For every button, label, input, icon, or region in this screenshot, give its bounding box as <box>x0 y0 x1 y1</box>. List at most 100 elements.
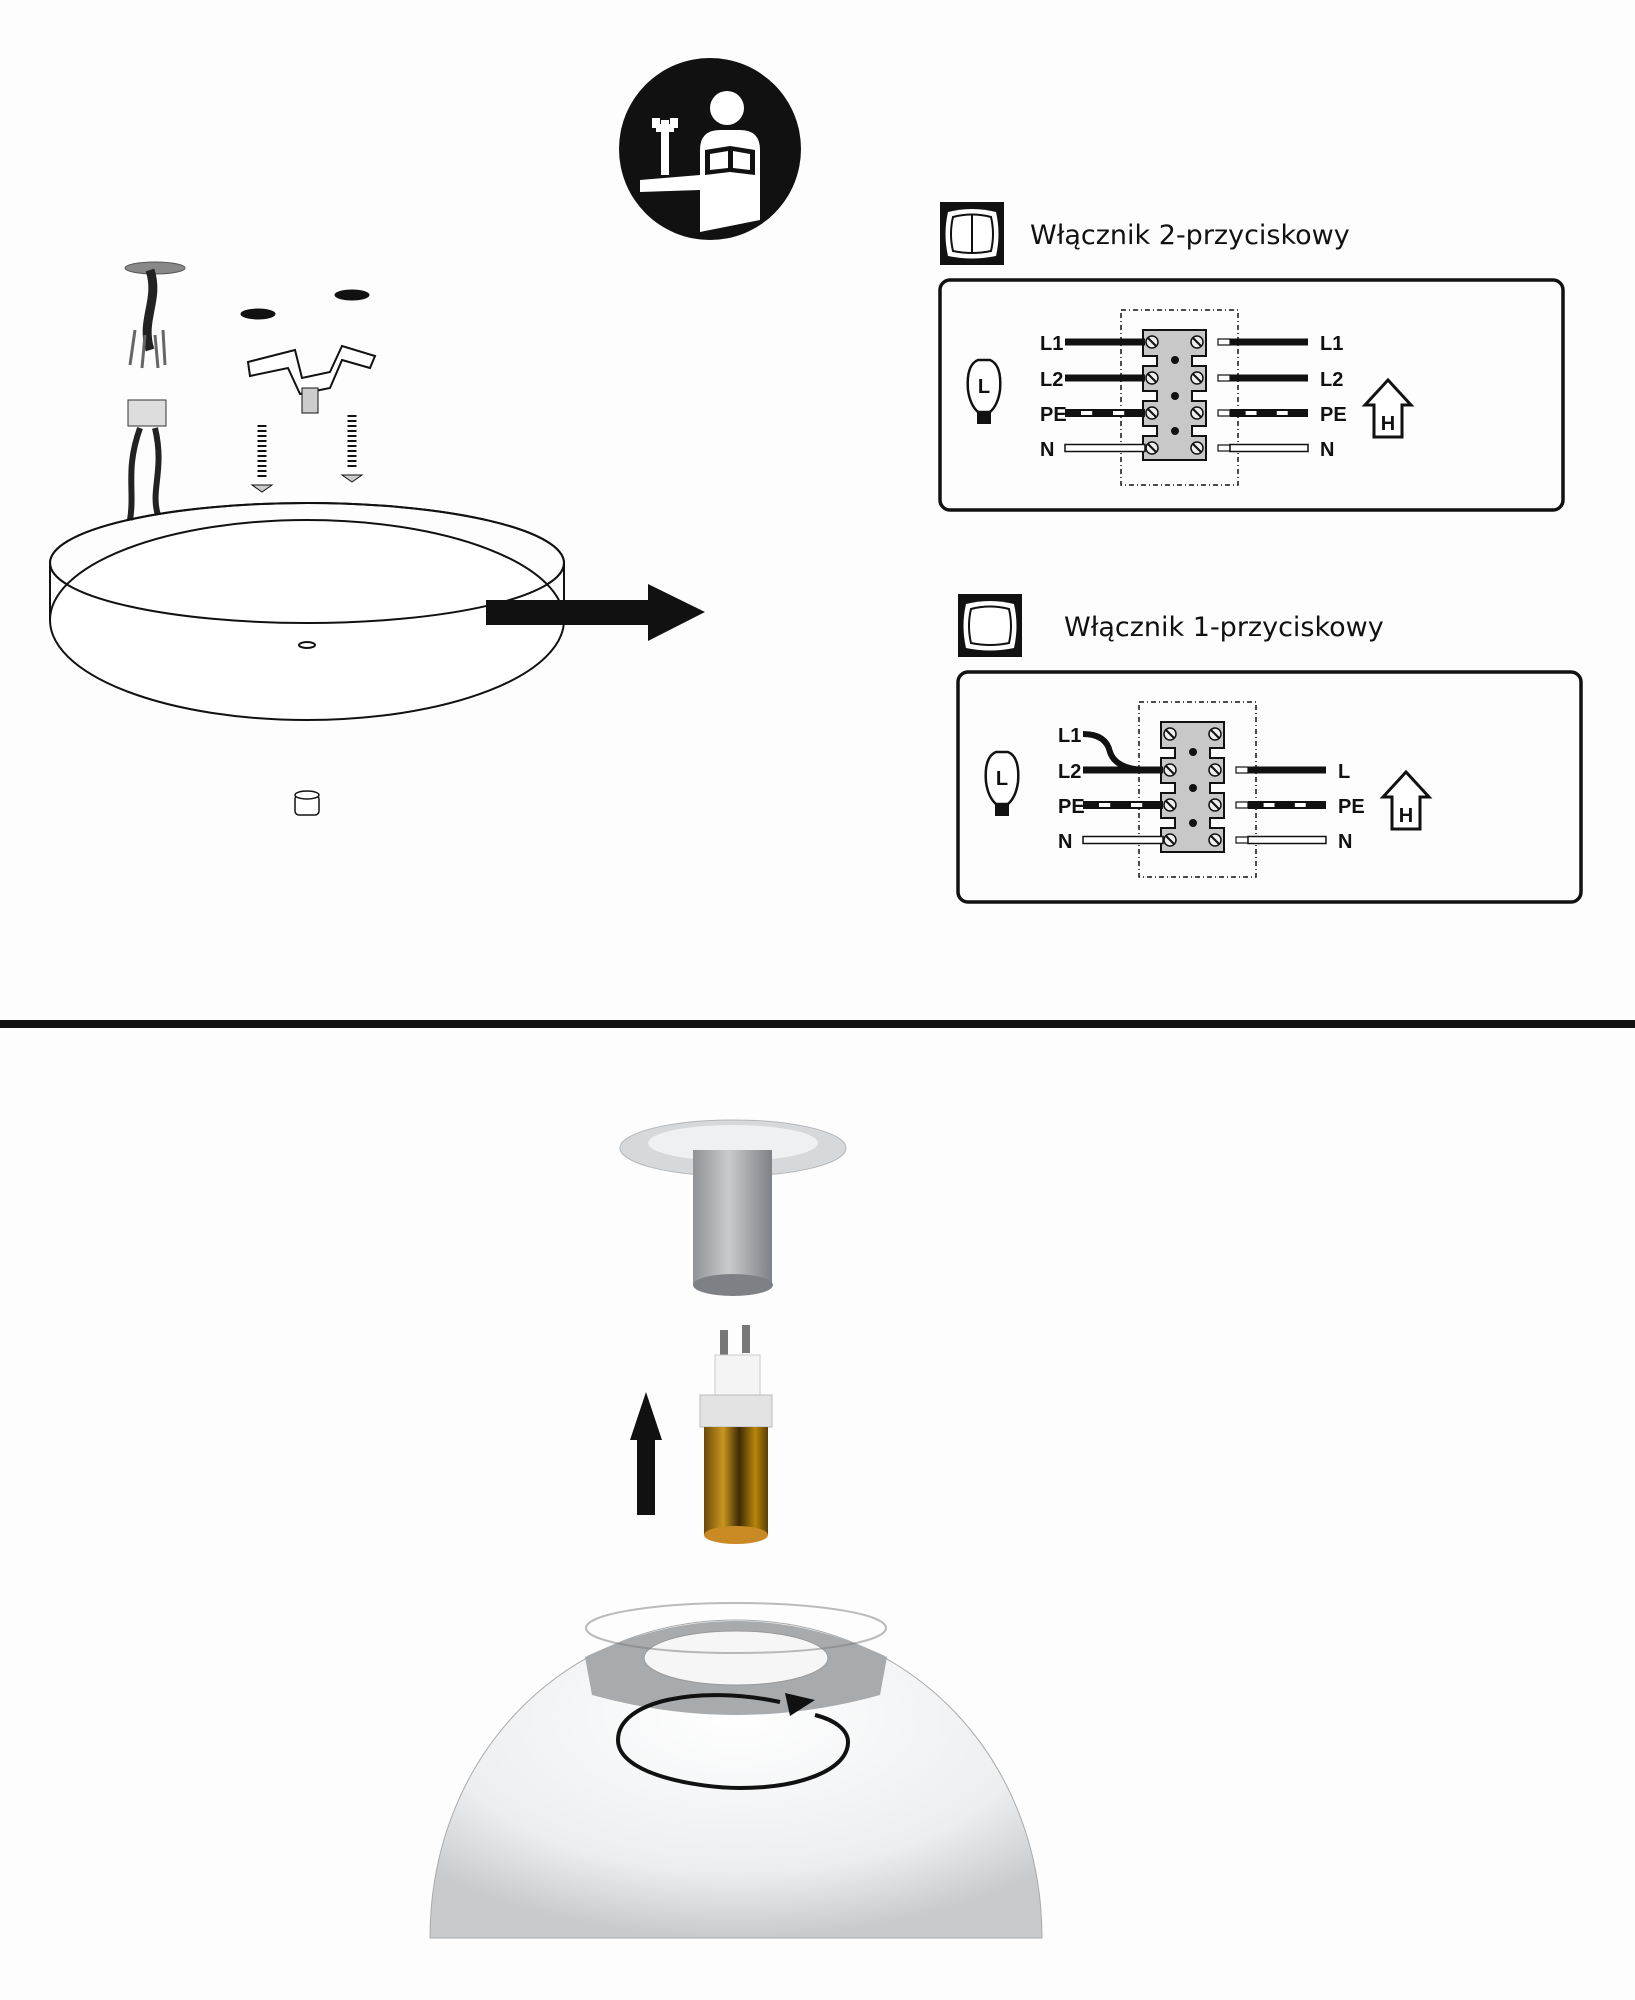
diagram-title: Włącznik 2-przyciskowy <box>1030 220 1350 251</box>
screw-slot <box>1192 373 1202 383</box>
wire-label-right: L2 <box>1320 369 1343 391</box>
screw-slot <box>1147 373 1157 383</box>
wire-label-right: N <box>1338 831 1352 853</box>
switch-box-outline <box>1138 701 1257 878</box>
screw-slot <box>1210 765 1220 775</box>
bulb-label: L <box>978 376 990 398</box>
wire-label-left: L1 <box>1040 333 1063 355</box>
ceiling-mount-exploded-drawing <box>49 261 565 816</box>
terminal-rivet <box>1171 392 1179 400</box>
wire-right-stripe <box>1263 803 1275 807</box>
g9-bulb <box>699 1325 773 1544</box>
wire-label-left: L2 <box>1058 761 1081 783</box>
wire-left <box>1065 338 1145 346</box>
light-bulb-icon: L <box>966 358 1002 424</box>
wire-left-l1-jumper <box>1082 731 1163 773</box>
screw-slot <box>1147 337 1157 347</box>
wire-right-stripe <box>1245 411 1257 415</box>
house-label: H <box>1381 413 1395 435</box>
terminal-block <box>1142 329 1207 461</box>
house-icon: H <box>1379 769 1433 831</box>
wire-label-right: PE <box>1320 404 1347 426</box>
wire-right <box>1230 338 1308 346</box>
wire-left <box>1083 766 1163 774</box>
screw-slot <box>1165 765 1175 775</box>
wire-right-stripe <box>1276 411 1288 415</box>
bulb-base <box>977 412 991 424</box>
terminal-rivet <box>1189 819 1197 827</box>
terminal-rivet <box>1171 427 1179 435</box>
bulb-base <box>995 804 1009 816</box>
double-switch-icon <box>940 202 1004 265</box>
wire-label-left: L2 <box>1040 369 1063 391</box>
screw-slot <box>1210 800 1220 810</box>
terminal-rivet <box>1189 784 1197 792</box>
wire-left-stripe <box>1131 803 1143 807</box>
diagram-title: Włącznik 1-przyciskowy <box>1064 612 1384 643</box>
wire-stripped-end <box>1217 374 1231 382</box>
wire-right <box>1230 409 1308 417</box>
section-divider <box>0 1020 1635 1028</box>
wire-stripped-end <box>1235 836 1249 844</box>
wire-left-stripe <box>1081 411 1093 415</box>
switch-plate <box>963 601 1017 651</box>
wire-stripped-end <box>1217 338 1231 346</box>
wire-left <box>1065 409 1145 417</box>
wire-label-right: L1 <box>1320 333 1343 355</box>
house-outline <box>1361 377 1415 439</box>
read-manual-icon <box>619 58 801 240</box>
diagram-frame <box>956 670 1583 904</box>
terminal-block <box>1160 721 1225 853</box>
light-bulb-icon: L <box>984 750 1020 816</box>
wire-label-left: PE <box>1040 404 1067 426</box>
screw-slot <box>1147 443 1157 453</box>
bulb-label: L <box>996 768 1008 790</box>
wire-right <box>1229 443 1309 453</box>
wire-label-left: PE <box>1058 796 1085 818</box>
screw-slot <box>1192 443 1202 453</box>
screw-slot <box>1147 408 1157 418</box>
wire-left <box>1082 835 1164 845</box>
screw-slot <box>1165 835 1175 845</box>
wire-label-left: L1 <box>1058 725 1081 747</box>
house-label: H <box>1399 805 1413 827</box>
wire-stripped-end <box>1217 409 1231 417</box>
wire-stripped-end <box>1235 766 1249 774</box>
wire-stripped-end <box>1235 801 1249 809</box>
canopy-socket <box>619 1119 847 1296</box>
wire-right <box>1247 835 1327 845</box>
house-icon: H <box>1361 377 1415 439</box>
wire-right <box>1248 766 1326 774</box>
screw-slot <box>1165 800 1175 810</box>
wire-label-left: N <box>1040 439 1054 461</box>
screw-slot <box>1165 729 1175 739</box>
wire-right <box>1230 374 1308 382</box>
wire-left-stripe <box>1099 803 1111 807</box>
wire-label-right: N <box>1320 439 1334 461</box>
wire-left <box>1064 443 1146 453</box>
arrow-right-icon <box>486 584 705 641</box>
arrow-up-icon <box>630 1392 662 1515</box>
wire-label-right: PE <box>1338 796 1365 818</box>
terminal-rivet <box>1171 356 1179 364</box>
wire-stripped-end <box>1217 444 1231 452</box>
wire-label-right: L <box>1338 761 1350 783</box>
house-outline <box>1379 769 1433 831</box>
wire-right-stripe <box>1294 803 1306 807</box>
wire-left <box>1065 374 1145 382</box>
screw-slot <box>1210 835 1220 845</box>
switch-box-outline <box>1120 309 1239 486</box>
switch-rocker <box>968 605 1012 646</box>
diagram-frame <box>938 278 1565 512</box>
glass-globe-shade <box>429 1602 1043 1939</box>
wire-left-stripe <box>1113 411 1125 415</box>
screw-slot <box>1192 337 1202 347</box>
wire-label-left: N <box>1058 831 1072 853</box>
screw-slot <box>1210 729 1220 739</box>
single-switch-icon <box>958 594 1022 657</box>
wire-right <box>1248 801 1326 809</box>
terminal-rivet <box>1189 748 1197 756</box>
switch-rocker <box>950 213 994 254</box>
